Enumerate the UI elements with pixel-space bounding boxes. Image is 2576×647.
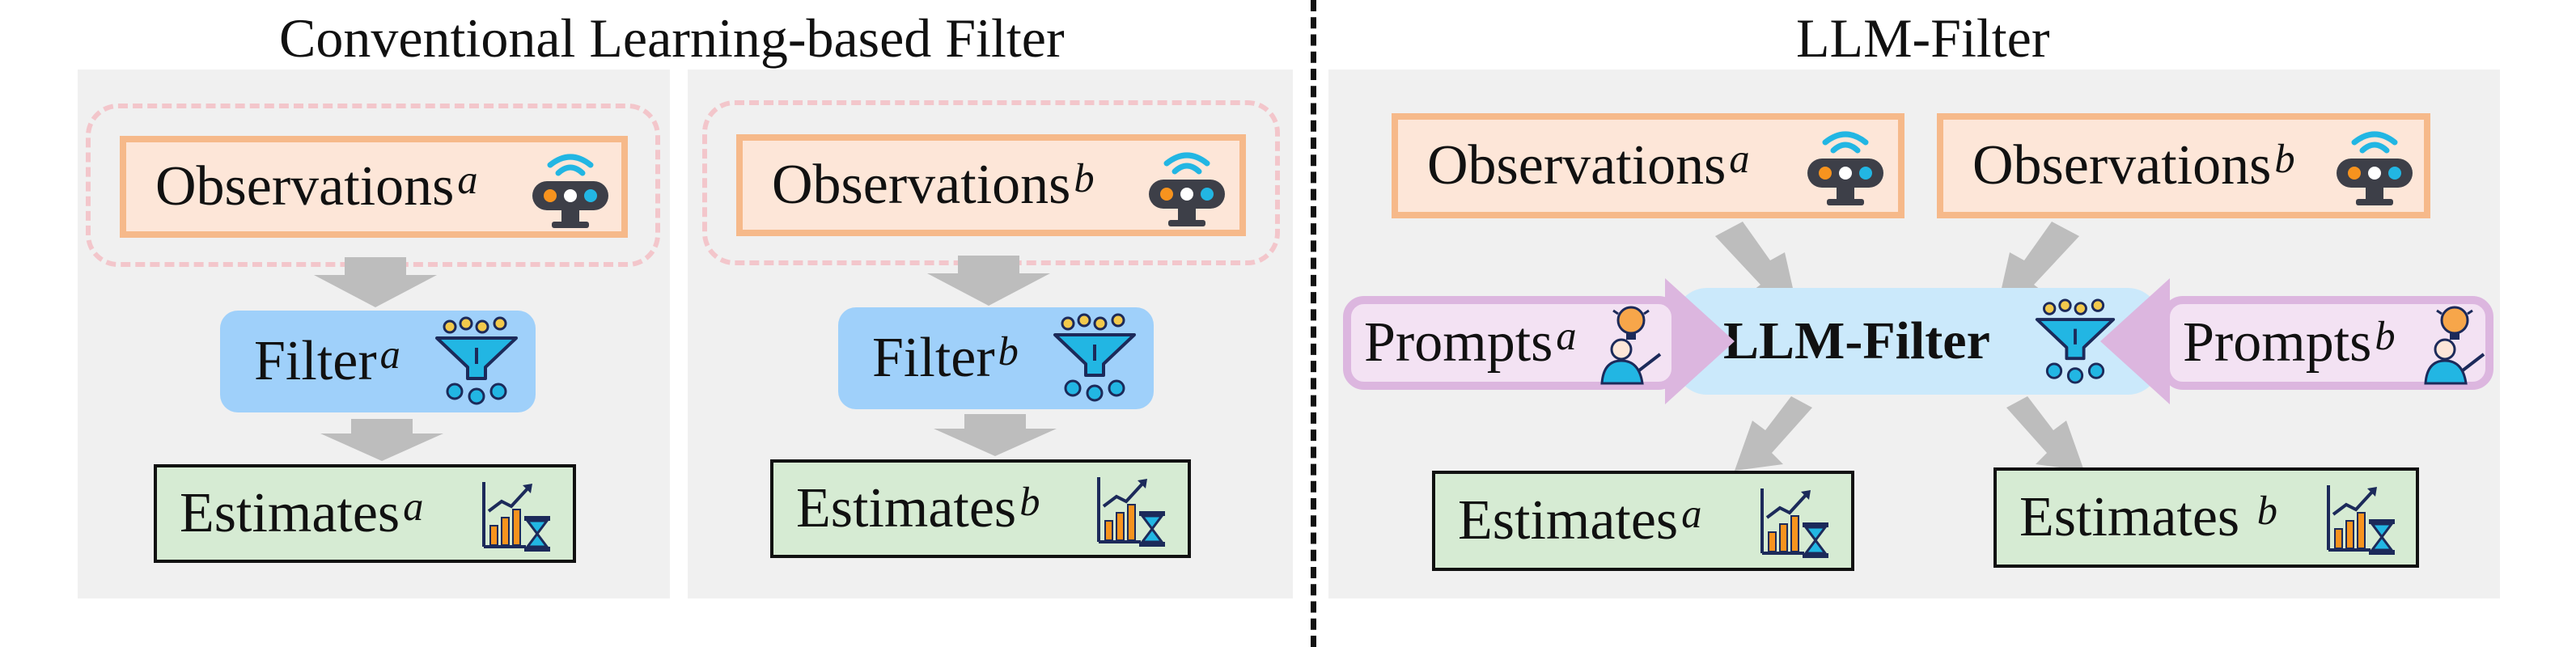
sensor-icon [1807,131,1883,205]
sensor-icon [2337,131,2413,205]
llm-estimates-sup-a: a [1681,490,1702,536]
estimates-sup-a: a [403,483,424,529]
chart-hourglass-icon [2327,485,2395,555]
arrow-down-a1 [314,257,437,307]
chart-hourglass-icon [482,482,550,552]
arrow-llm-to-est-a [1735,396,1812,471]
prompts-label-b: Prompts [2183,311,2372,374]
estimates-label-b: Estimates [796,477,1017,539]
observations-label-a: Observations [155,155,455,218]
lightbulb-person-icon [2424,306,2485,385]
arrow-obs-a-to-llm [1715,222,1796,302]
estimates-label-a: Estimates [180,482,400,544]
funnel-filter-icon [2035,298,2116,384]
observations-sup-a: a [457,156,478,202]
title-conventional: Conventional Learning-based Filter [279,7,1065,69]
llm-observations-sup-a: a [1729,135,1750,181]
title-llm-filter: LLM-Filter [1796,7,2050,69]
arrow-down-a2 [320,419,443,461]
llm-estimates-sup-b: b [2256,487,2277,533]
llm-estimates-label-b: Estimates [2019,486,2254,548]
funnel-filter-icon [1053,313,1136,402]
prompts-sup-b: b [2375,312,2396,358]
observations-label-b: Observations [772,154,1071,216]
lightbulb-person-icon [1600,306,1662,385]
sensor-icon [532,154,608,228]
estimates-sup-b: b [1019,478,1040,524]
arrow-llm-to-est-b [2006,396,2084,471]
sensor-icon [1149,152,1225,226]
funnel-filter-icon [435,316,518,405]
observations-sup-b: b [1074,154,1095,201]
chart-hourglass-icon [1760,488,1828,558]
filter-label-b: Filter [872,327,995,389]
arrow-prompt-b-to-llm [2100,278,2170,404]
arrow-obs-b-to-llm [1998,222,2079,302]
llm-observations-label-a: Observations [1427,134,1727,197]
chart-hourglass-icon [1097,477,1165,547]
filter-label-a: Filter [254,330,377,392]
llm-estimates-label-a: Estimates [1458,489,1679,552]
arrow-down-b1 [927,256,1050,306]
filter-sup-b: b [998,328,1019,374]
prompts-sup-a: a [1556,312,1577,358]
section-divider [1311,0,1316,647]
llm-filter-box: LLM-Filter [1675,288,2160,395]
llm-observations-label-b: Observations [1972,134,2272,197]
arrow-down-b2 [934,414,1057,456]
prompts-label-a: Prompts [1364,311,1553,374]
llm-filter-label: LLM-Filter [1723,311,1990,370]
filter-sup-a: a [379,331,400,377]
llm-estimates-box-b: Estimates b [1993,467,2419,568]
llm-observations-sup-b: b [2274,135,2295,181]
arrow-prompt-a-to-llm [1665,278,1735,404]
